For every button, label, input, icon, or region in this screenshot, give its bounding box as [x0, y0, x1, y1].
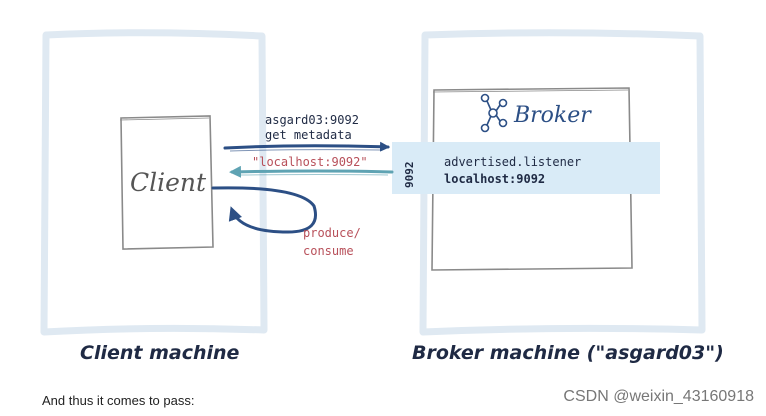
broker-machine-caption: Broker machine ("asgard03") [412, 342, 724, 364]
loop-label-line1: produce/ [303, 226, 361, 240]
broker-label: Broker [513, 103, 592, 128]
port-label: 9092 [403, 162, 416, 189]
client-machine-caption: Client machine [80, 342, 240, 364]
broker-machine-frame [419, 29, 706, 336]
listener-key: advertised.listener [444, 155, 581, 169]
client-box [119, 115, 214, 250]
listener-value: localhost:9092 [444, 172, 545, 186]
request-arrow [223, 141, 390, 152]
loop-label-line2: consume [303, 244, 354, 258]
kafka-broker-icon [480, 93, 508, 133]
client-machine-frame [40, 29, 268, 336]
produce-consume-loop-arrow [211, 186, 317, 234]
response-label: "localhost:9092" [252, 155, 368, 169]
watermark: CSDN @weixin_43160918 [563, 388, 754, 405]
footer-text: And thus it comes to pass: [42, 393, 195, 408]
request-label-line1: asgard03:9092 [265, 113, 359, 127]
client-label: Client [130, 168, 207, 197]
request-label-line2: get metadata [265, 128, 352, 142]
response-arrow [229, 165, 394, 178]
listener-highlight [392, 142, 660, 194]
